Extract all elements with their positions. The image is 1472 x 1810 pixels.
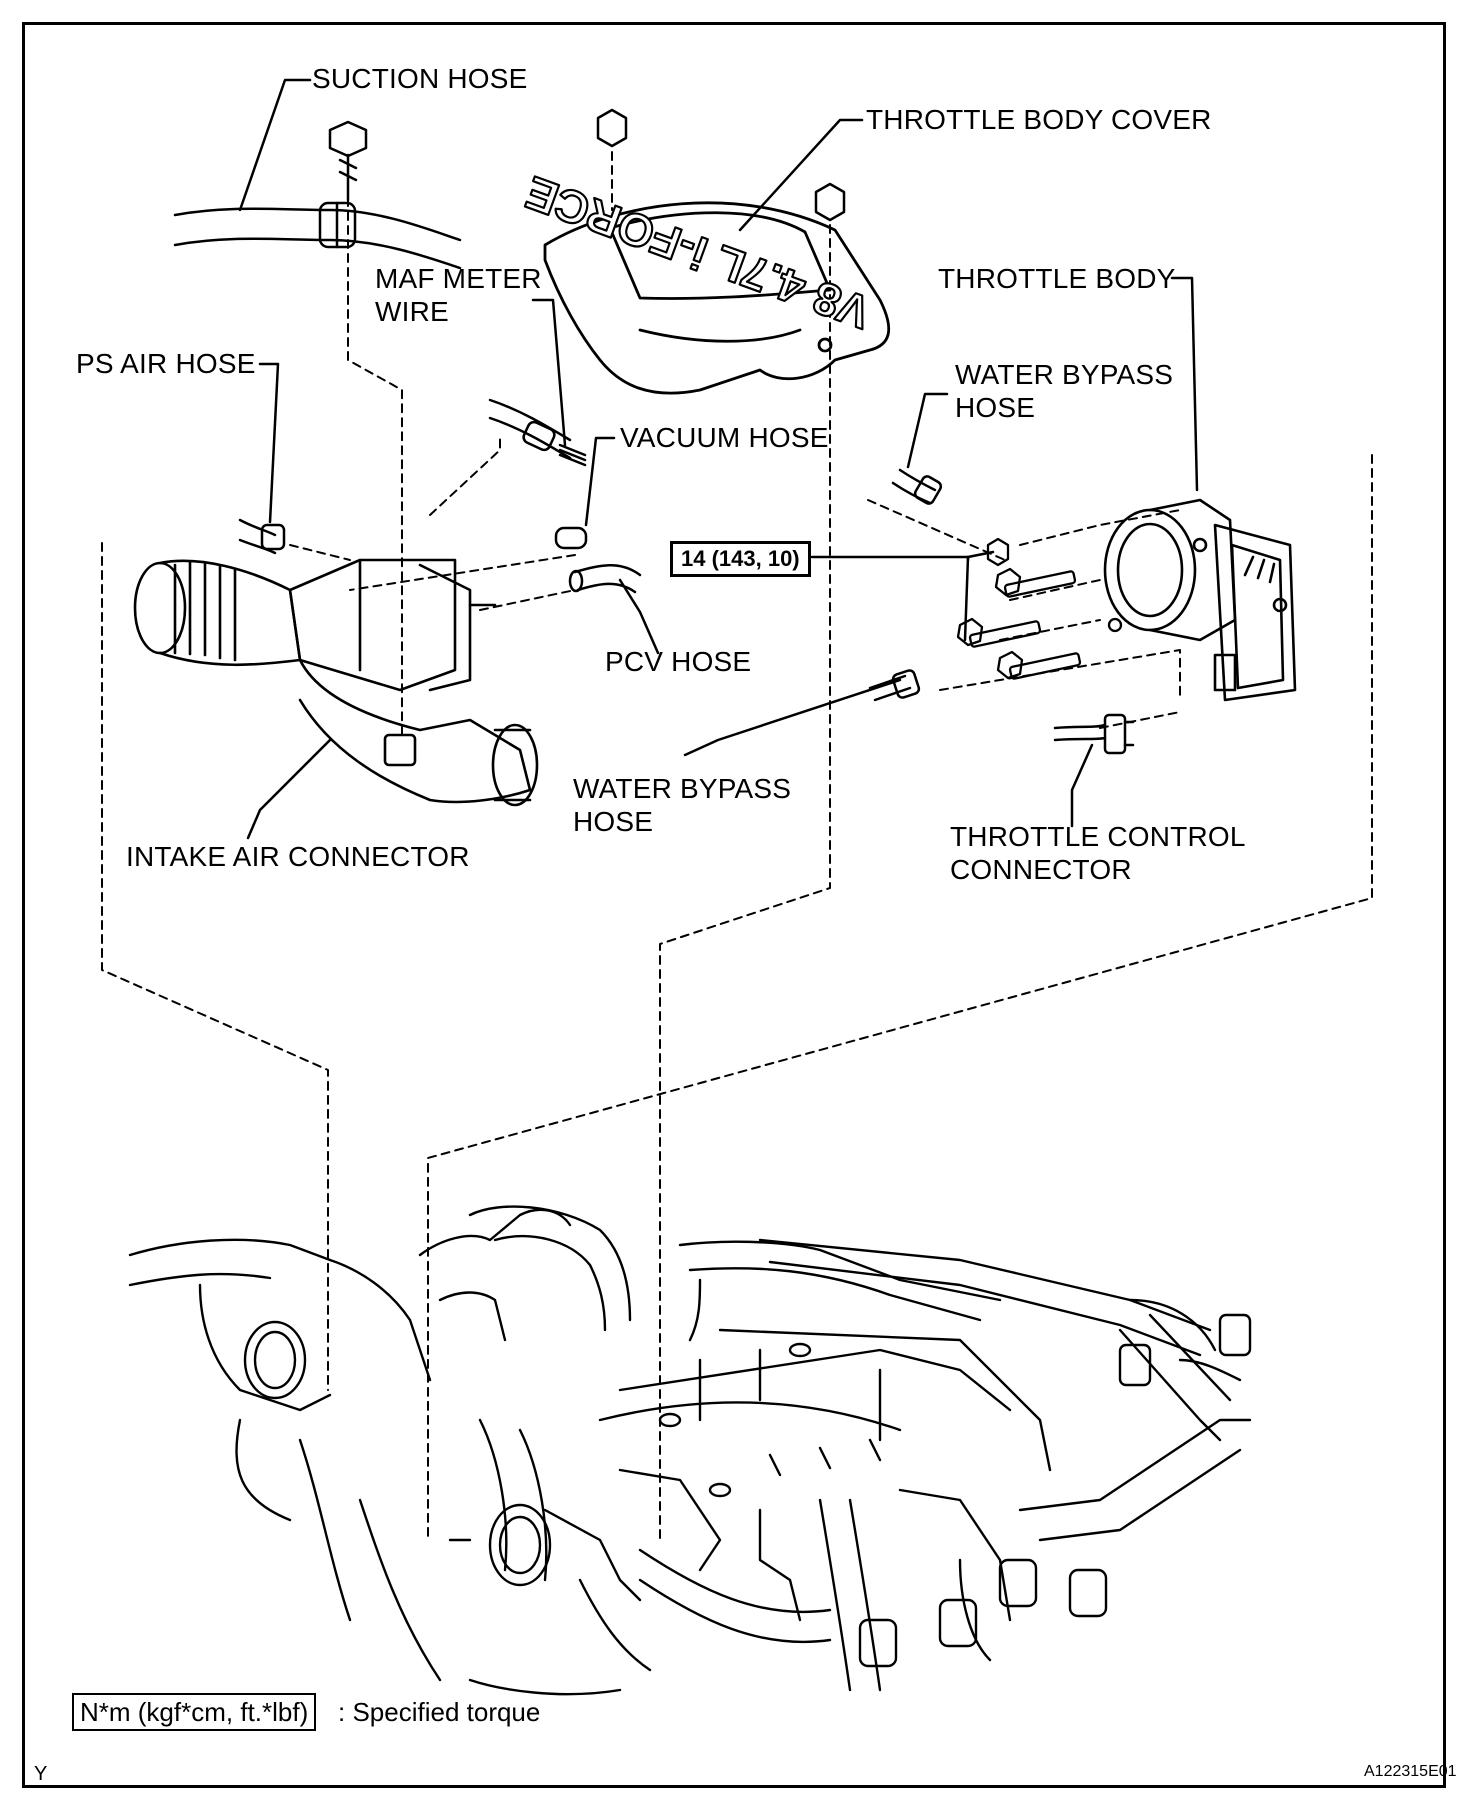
vacuum-hose: [554, 526, 588, 550]
leader-lines: [238, 78, 1199, 840]
label-throttle-control-connector: THROTTLE CONTROL CONNECTOR: [950, 821, 1246, 885]
water-bypass-hose-lower: [868, 669, 921, 702]
leader-maf-wire: [531, 298, 567, 447]
legend-unit-box: N*m (kgf*cm, ft.*lbf): [72, 1693, 317, 1731]
leader-throttle-body-cover: [738, 118, 864, 232]
label-water-bypass-hose-upper: WATER BYPASS HOSE: [955, 359, 1174, 423]
diagram-frame: [22, 22, 1446, 1788]
leader-throttle-body: [1170, 276, 1199, 492]
leader-intake-air: [246, 738, 332, 840]
maf-meter-wire: [488, 398, 587, 467]
label-water-bypass-hose-lower: WATER BYPASS HOSE: [573, 773, 792, 837]
legend-description: : Specified torque: [338, 1697, 541, 1727]
leader-torque-2: [963, 555, 970, 642]
water-bypass-hose-upper: [891, 468, 943, 505]
leader-water-bypass-lower: [683, 678, 902, 757]
label-ps-air-hose: PS AIR HOSE: [76, 348, 256, 379]
throttle-body: [1103, 498, 1297, 702]
leader-throttle-control: [1070, 743, 1094, 828]
pcv-hose: [568, 564, 642, 594]
suction-hose: [173, 120, 462, 270]
throttle-body-bolts: [956, 537, 1123, 680]
leader-pcv-hose: [618, 578, 660, 655]
leader-vacuum-hose: [584, 436, 616, 527]
throttle-control-connector: [1053, 713, 1135, 755]
cover-nuts: [596, 108, 846, 222]
cover-marking: V8 4.7L i-FORCE: [519, 166, 877, 339]
label-maf-meter-wire: MAF METER WIRE: [375, 263, 542, 327]
corner-mark: Y: [34, 1763, 48, 1785]
label-vacuum-hose: VACUUM HOSE: [620, 422, 829, 453]
label-throttle-body-cover: THROTTLE BODY COVER: [866, 104, 1212, 135]
label-intake-air-connector: INTAKE AIR CONNECTOR: [126, 841, 470, 872]
alignment-lines: [101, 151, 1373, 1541]
torque-spec-box: 14 (143, 10): [670, 541, 811, 577]
label-suction-hose: SUCTION HOSE: [312, 63, 528, 94]
leader-ps-air-hose: [258, 362, 280, 524]
leader-water-bypass-upper: [906, 392, 949, 469]
leader-suction-hose: [238, 78, 312, 212]
intake-air-connector: [133, 558, 539, 807]
throttle-body-cover: [543, 201, 890, 395]
figure-id: A122315E01: [1364, 1763, 1457, 1780]
engine-assembly: [128, 1205, 1252, 1696]
label-throttle-body: THROTTLE BODY: [938, 263, 1176, 294]
ps-air-hose: [238, 518, 286, 555]
label-pcv-hose: PCV HOSE: [605, 646, 752, 677]
leader-torque: [810, 555, 970, 562]
